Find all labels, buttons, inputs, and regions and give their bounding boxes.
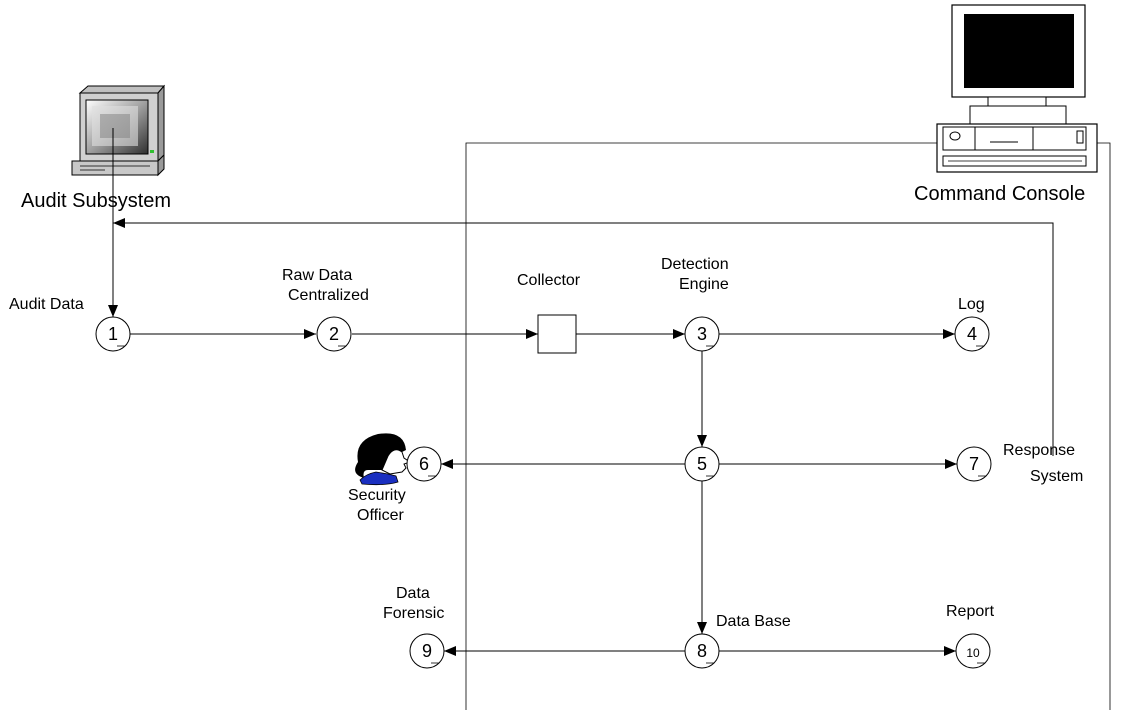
- detection-label-line1: Detection: [661, 255, 729, 275]
- node-number: 8: [697, 641, 707, 661]
- node-number: 3: [697, 324, 707, 344]
- detection-label-line2: Engine: [679, 275, 729, 295]
- node-4: 4: [955, 317, 989, 351]
- node-8: 8: [685, 634, 719, 668]
- node-number: 6: [419, 454, 429, 474]
- node-2: 2: [317, 317, 351, 351]
- node-number: 5: [697, 454, 707, 474]
- edges: [113, 128, 1053, 651]
- node-6: 6: [407, 447, 441, 481]
- data-forensic-label-line1: Data: [396, 584, 430, 604]
- node-7: 7: [957, 447, 991, 481]
- node-3: 3: [685, 317, 719, 351]
- node-5: 5: [685, 447, 719, 481]
- collector-label: Collector: [517, 271, 580, 291]
- node-number: 10: [966, 646, 980, 660]
- node-1: 1: [96, 317, 130, 351]
- data-forensic-label-line2: Forensic: [383, 604, 444, 624]
- collector-box-icon: [538, 315, 576, 353]
- node-10: 10: [956, 634, 990, 668]
- audit-data-label: Audit Data: [9, 295, 84, 315]
- desktop-computer-icon: [72, 86, 164, 175]
- node-number: 9: [422, 641, 432, 661]
- response-system-label-line1: Response: [1003, 441, 1075, 461]
- person-icon: [355, 433, 410, 484]
- security-officer-label-line2: Officer: [357, 506, 404, 526]
- node-9: 9: [410, 634, 444, 668]
- data-base-label: Data Base: [716, 612, 791, 632]
- raw-data-label-line2: Centralized: [288, 286, 369, 306]
- node-number: 4: [967, 324, 977, 344]
- report-label: Report: [946, 602, 994, 622]
- boundary-right: [1097, 143, 1110, 710]
- command-console-label: Command Console: [914, 182, 1085, 206]
- response-system-label-line2: System: [1030, 467, 1083, 487]
- audit-subsystem-label: Audit Subsystem: [21, 189, 171, 213]
- console-computer-icon: [937, 5, 1097, 172]
- log-label: Log: [958, 295, 985, 315]
- nodes: 1 2 3 4 5 6 7 8 9 10: [96, 317, 991, 668]
- node-number: 1: [108, 324, 118, 344]
- node-number: 2: [329, 324, 339, 344]
- edge-response-feedback: [113, 223, 1053, 456]
- node-number: 7: [969, 454, 979, 474]
- security-officer-label-line1: Security: [348, 486, 406, 506]
- raw-data-label-line1: Raw Data: [282, 266, 352, 286]
